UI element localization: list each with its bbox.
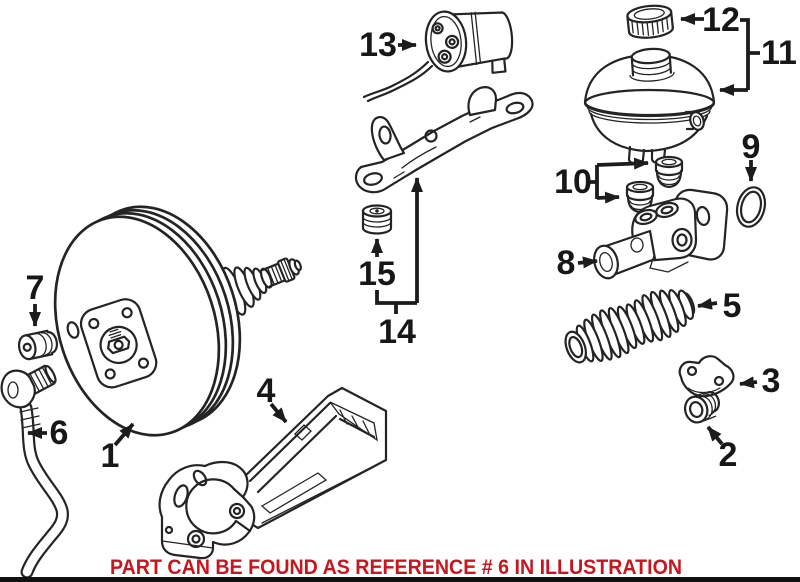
part-label-1: 1 (101, 437, 120, 475)
part-10-leader-arrow-upper (596, 157, 649, 170)
part-3-leader-arrow (739, 376, 758, 389)
part-8-leader-arrow (577, 256, 598, 269)
part-11-bracket-line (740, 18, 760, 90)
grommet-2-drawing (683, 391, 720, 424)
part-label-2: 2 (719, 436, 738, 474)
part-label-14: 14 (378, 313, 416, 351)
master-cylinder-8-drawing (593, 188, 729, 280)
reference-notice-text: PART CAN BE FOUND AS REFERENCE # 6 IN IL… (110, 556, 682, 579)
hose-6-drawing (0, 364, 69, 579)
part-label-3: 3 (762, 362, 781, 400)
callouts-layer: 1 2 3 4 5 6 7 8 9 10 11 12 13 14 15 (26, 1, 797, 475)
bracket-3-drawing (678, 355, 735, 398)
part-label-13: 13 (359, 26, 397, 64)
part-label-15: 15 (358, 255, 396, 293)
part-2-leader-arrow (706, 425, 724, 446)
reservoir-11-drawing (583, 47, 716, 165)
footer-bar (0, 577, 800, 582)
part-1-leader-arrow (113, 422, 135, 447)
part-label-9: 9 (742, 128, 761, 166)
part-10-leader-arrow-lower (596, 191, 620, 204)
bushing-15-drawing (361, 204, 393, 235)
part-label-11: 11 (761, 34, 797, 72)
mounting-bracket-14-drawing (354, 86, 534, 194)
boot-5-drawing (564, 289, 696, 364)
support-bracket-4-drawing (158, 386, 388, 560)
reservoir-cap-12-drawing (626, 4, 674, 39)
brake-booster-drawing (53, 205, 302, 437)
part-label-10: 10 (554, 163, 592, 201)
part-label-4: 4 (257, 372, 276, 410)
grommet-7-drawing (17, 329, 59, 361)
part-14-bracket-line (375, 290, 417, 314)
part-label-8: 8 (557, 244, 576, 282)
part-label-7: 7 (26, 269, 45, 307)
part-5-leader-arrow (697, 297, 718, 310)
o-ring-9-drawing (735, 186, 767, 228)
part-label-6: 6 (50, 414, 69, 452)
part-4-leader-arrow (269, 402, 288, 424)
part-label-5: 5 (723, 287, 742, 325)
part-10-bracket-line (589, 165, 599, 199)
pump-13-drawing (362, 10, 514, 103)
part-label-12: 12 (702, 1, 740, 39)
